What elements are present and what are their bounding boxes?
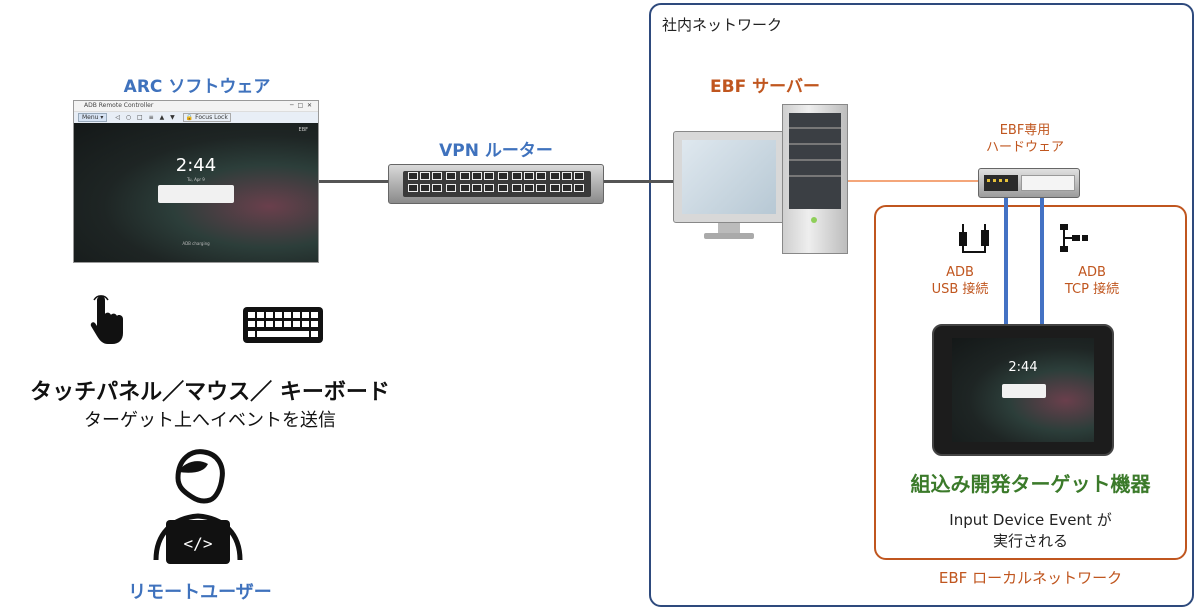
home-icon[interactable]: ○ — [125, 114, 132, 121]
arc-window: ADB Remote Controller ─ □ ✕ Menu ▾ ◁ ○ □… — [73, 100, 319, 263]
arc-screen-date: Tu, Apr 9 — [187, 177, 205, 182]
usb-icon — [959, 224, 989, 253]
arc-software-label: ARC ソフトウェア — [123, 77, 271, 97]
usb-connection-label-line1: ADB — [946, 265, 974, 280]
target-description: Input Device Event が 実行される — [874, 510, 1187, 552]
server-monitor-stand — [718, 223, 740, 233]
arc-window-title: ADB Remote Controller — [84, 102, 154, 109]
vpn-router-label: VPN ルーター — [439, 141, 553, 161]
tcp-connection-line — [1040, 198, 1044, 326]
power-icon[interactable]: ≡ — [148, 114, 154, 121]
ebf-local-network-title: EBF ローカルネットワーク — [938, 569, 1123, 587]
arc-window-titlebar: ADB Remote Controller ─ □ ✕ — [74, 101, 318, 112]
ebf-hardware-label-line2: ハードウェア — [985, 140, 1064, 155]
tcp-connection-label-line2: TCP 接続 — [1064, 282, 1120, 297]
close-icon[interactable]: ✕ — [306, 102, 312, 109]
target-description-line1: Input Device Event が — [949, 511, 1112, 529]
arc-screen-status: ADB charging — [182, 241, 210, 246]
arc-screen-notification[interactable] — [158, 185, 234, 203]
tcp-connection-label-line1: ADB — [1078, 265, 1106, 280]
recents-icon[interactable]: □ — [137, 114, 143, 121]
usb-connection-label: ADB USB 接続 — [920, 264, 1000, 298]
tcp-connection-label: ADB TCP 接続 — [1052, 264, 1132, 298]
ebf-local-network-box — [874, 205, 1187, 560]
usb-connection-label-line2: USB 接続 — [931, 282, 989, 297]
target-screen-notification[interactable] — [1002, 384, 1046, 398]
remote-user-icon: </> — [153, 449, 243, 564]
minimize-icon[interactable]: ─ — [290, 102, 294, 109]
arc-to-router-line — [319, 180, 389, 183]
ebf-server-label: EBF サーバー — [710, 77, 820, 97]
menu-button[interactable]: Menu ▾ — [78, 113, 108, 122]
server-monitor — [673, 131, 785, 223]
company-network-title: 社内ネットワーク — [662, 16, 783, 34]
ebf-hardware-label-line1: EBF専用 — [999, 123, 1051, 138]
input-heading: タッチパネル／マウス／ キーボード — [30, 380, 390, 405]
server-to-hardware-line — [846, 180, 980, 182]
touch-hand-icon — [90, 295, 123, 344]
svg-text:</>: </> — [184, 534, 213, 553]
target-tablet: 2:44 — [932, 324, 1114, 456]
input-subheading: ターゲット上へイベントを送信 — [84, 410, 336, 431]
arc-screen-badge: EBF — [298, 127, 308, 133]
usb-connection-line — [1004, 198, 1008, 326]
target-description-line2: 実行される — [992, 532, 1068, 550]
ebf-hardware-label: EBF専用 ハードウェア — [960, 122, 1090, 156]
maximize-icon[interactable]: □ — [297, 102, 304, 109]
back-icon[interactable]: ◁ — [115, 114, 120, 121]
router-to-server-line — [604, 180, 680, 183]
target-tablet-screen[interactable]: 2:44 — [952, 338, 1094, 442]
company-network-box — [649, 3, 1194, 607]
arc-device-screen[interactable]: EBF 2:44 Tu, Apr 9 ADB charging — [74, 123, 318, 262]
server-tower — [782, 104, 848, 254]
volume-up-icon[interactable]: ▲ — [159, 114, 165, 121]
keyboard-icon — [243, 307, 323, 343]
arc-screen-clock: 2:44 — [175, 155, 217, 176]
remote-user-label: リモートユーザー — [128, 582, 272, 603]
network-tree-icon — [1060, 224, 1088, 252]
ebf-hardware-device — [978, 168, 1080, 198]
volume-down-icon[interactable]: ▼ — [170, 114, 175, 121]
server-monitor-base — [704, 233, 754, 239]
target-screen-clock: 2:44 — [1008, 360, 1038, 375]
focus-lock-button[interactable]: 🔒 Focus Lock — [182, 113, 231, 122]
target-device-title: 組込み開発ターゲット機器 — [910, 472, 1151, 496]
